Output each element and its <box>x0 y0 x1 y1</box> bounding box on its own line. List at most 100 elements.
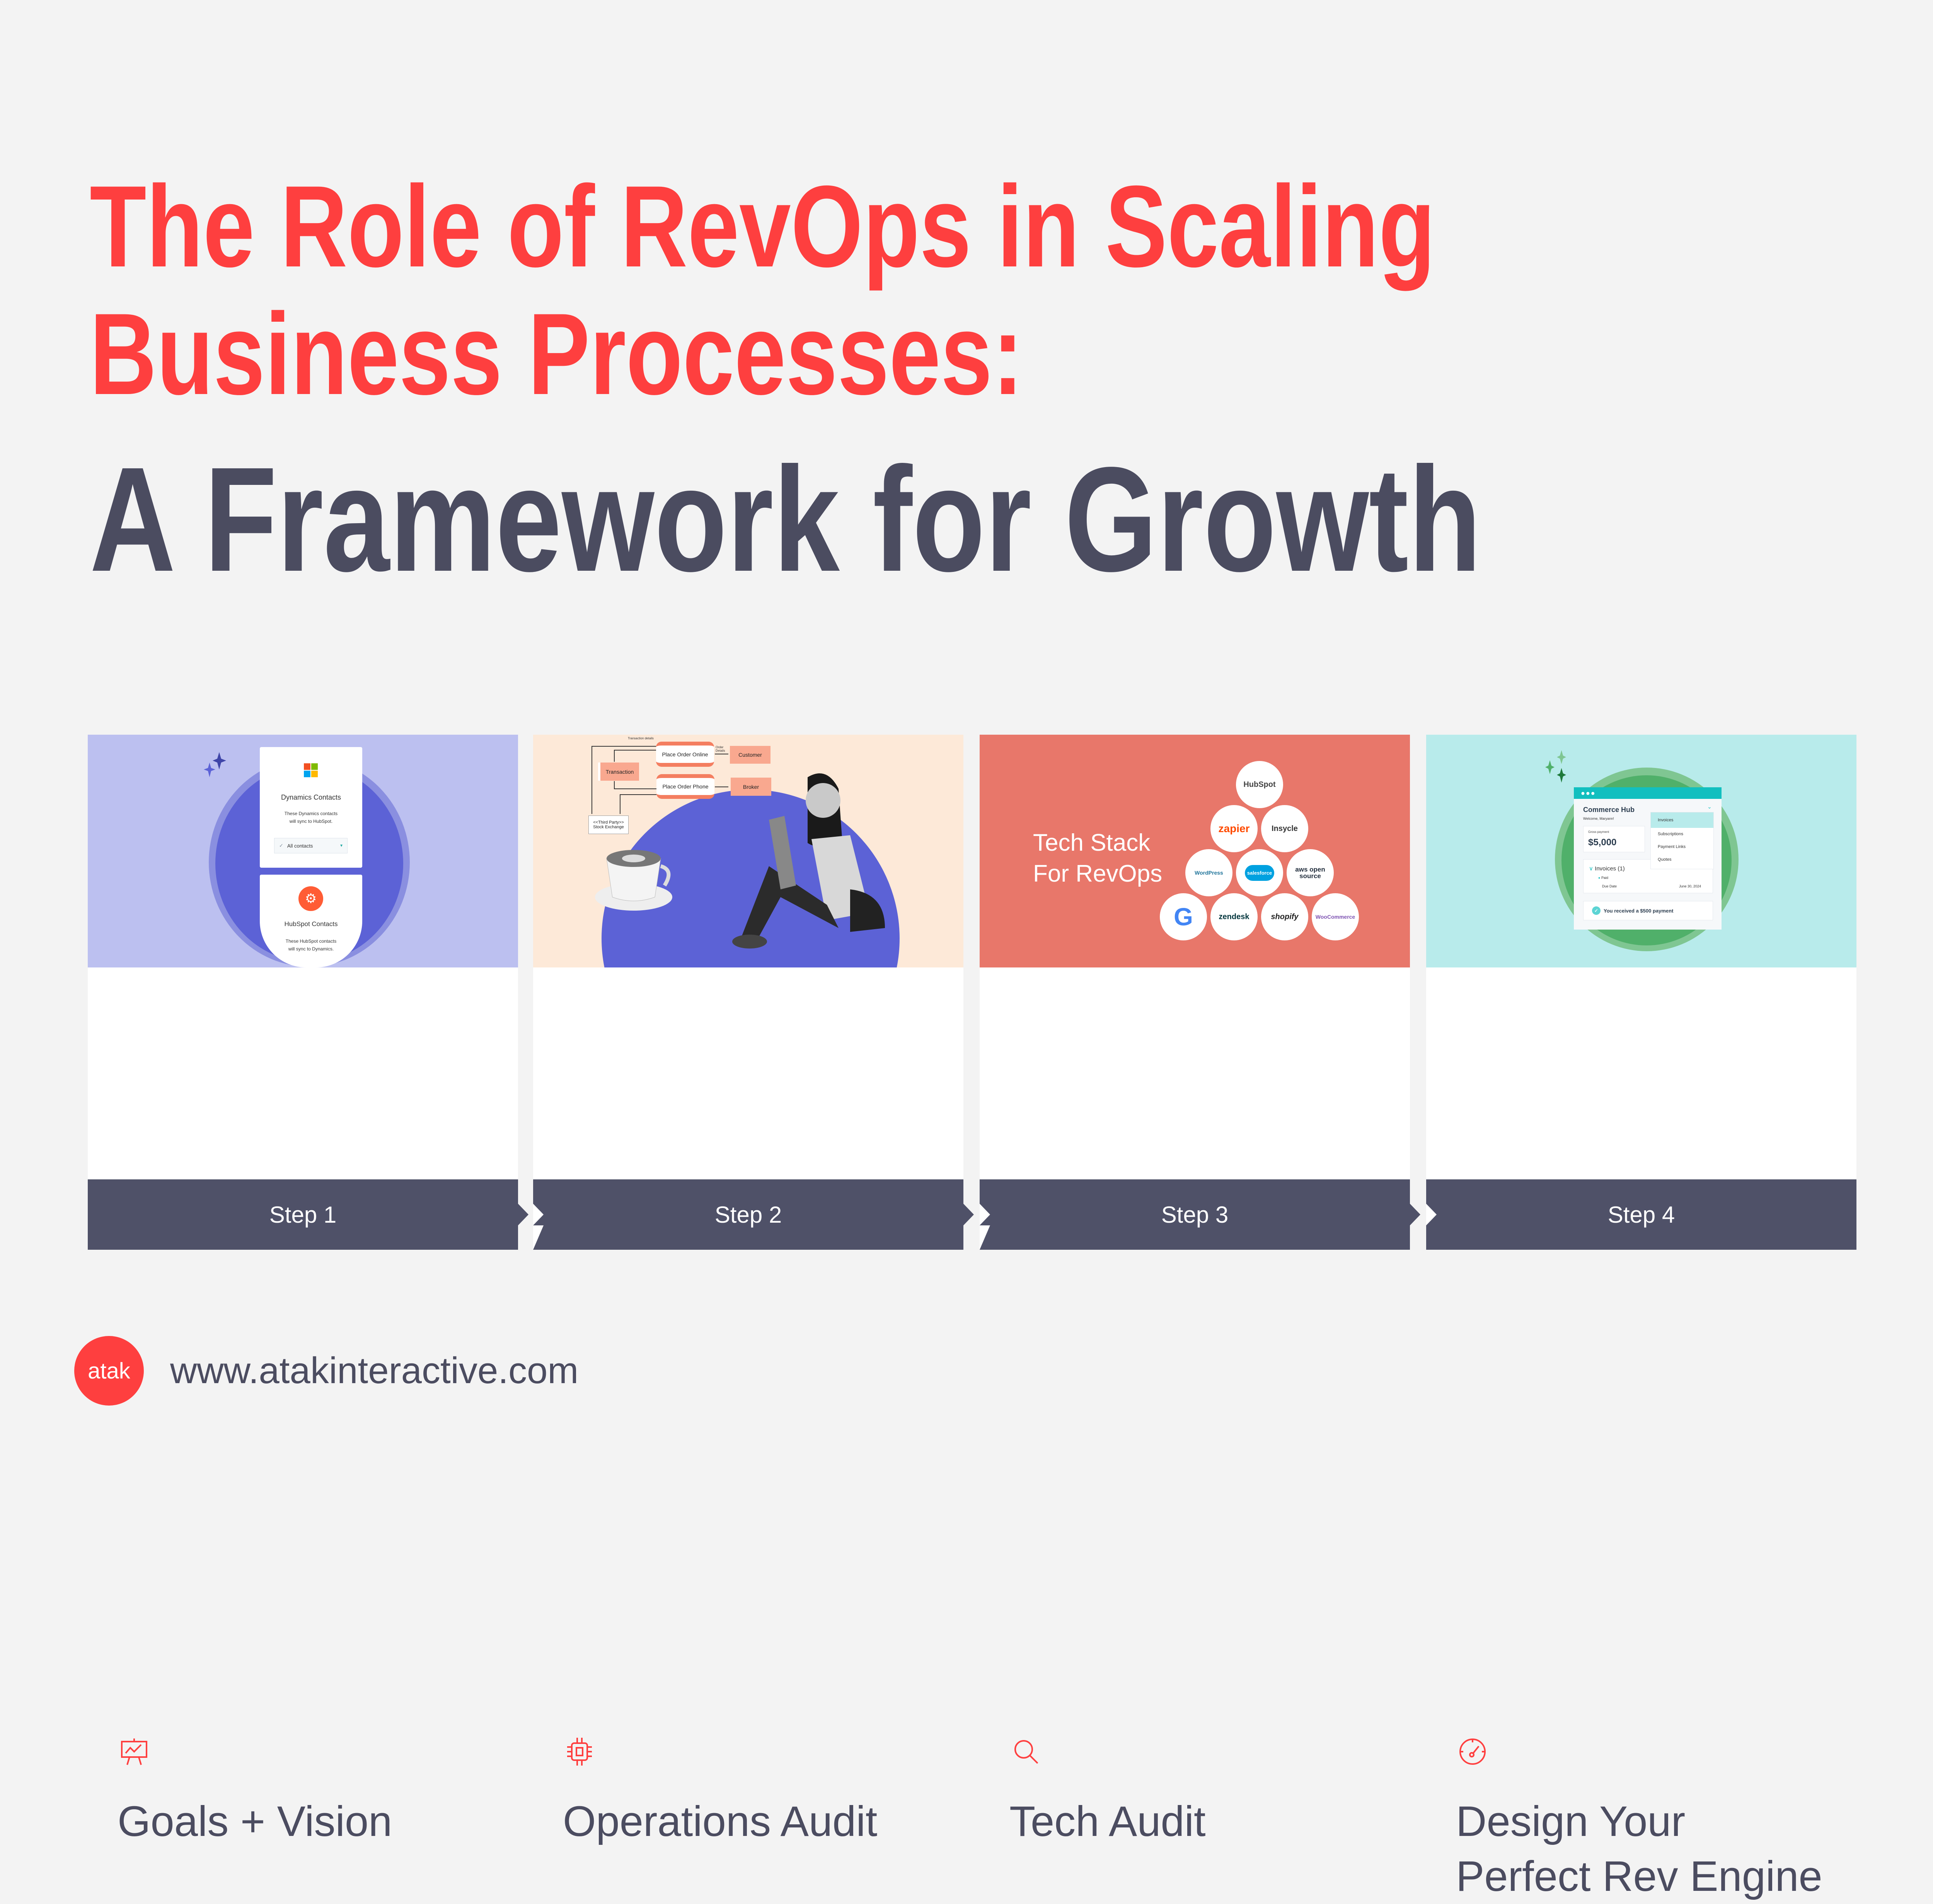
step-card-2: Place Order Online Customer Transaction … <box>533 735 974 1845</box>
menu-item: Quotes <box>1658 857 1672 862</box>
hubspot-panel: ⚙ HubSpot Contacts These HubSpot contact… <box>260 875 362 967</box>
entity-label: <<Third Party>> <box>593 820 624 825</box>
atak-logo[interactable]: atak <box>74 1336 144 1406</box>
panel-title: HubSpot Contacts <box>284 920 338 928</box>
sparkle-icon <box>1545 750 1566 783</box>
due-value: June 30, 2024 <box>1679 884 1701 888</box>
panel-text: These Dynamics contacts <box>284 811 338 816</box>
card-image-sync: Dynamics Contacts These Dynamics contact… <box>88 735 518 967</box>
app-title: Commerce Hub <box>1583 806 1635 814</box>
heading-line: For RevOps <box>1033 860 1163 887</box>
step-1-bar: Step 1 <box>88 1179 528 1250</box>
process-label: Place Order Phone <box>662 783 709 790</box>
entity-label: Customer <box>738 752 762 758</box>
entity-customer: Customer <box>730 746 770 764</box>
sparkle-icon <box>204 752 226 777</box>
window-dots-icon: ●●● <box>1574 787 1722 799</box>
website-link[interactable]: www.atakinteractive.com <box>170 1350 579 1391</box>
card-title-line: Design Your <box>1456 1798 1686 1845</box>
invoices-header: ∨ Invoices (1) <box>1589 865 1625 872</box>
logo-zapier: zapier <box>1210 805 1258 852</box>
subtitle: A Framework for Growth <box>90 436 1481 602</box>
entity-label: Broker <box>743 783 759 790</box>
hubspot-logo-icon: ⚙ <box>298 886 323 911</box>
process-label: Place Order Online <box>662 751 708 758</box>
title-line-1: The Role of RevOps in Scaling <box>90 161 1435 291</box>
flow-lines <box>591 746 728 814</box>
entity-third-party: <<Third Party>>Stock Exchange <box>588 816 629 834</box>
status-badge: ● Paid <box>1598 876 1608 880</box>
logo-aws: aws open source <box>1287 849 1334 896</box>
menu-item: Invoices <box>1651 812 1713 828</box>
dropdown-value: All contacts <box>287 843 313 849</box>
card-title: Operations Audit <box>563 1798 878 1845</box>
entity-broker: Broker <box>731 778 771 796</box>
microsoft-logo-icon <box>304 763 318 777</box>
status-text: Paid <box>1601 876 1608 880</box>
store-label: Transaction <box>605 768 634 775</box>
due-label: Due Date <box>1602 884 1617 888</box>
card-image-process: Place Order Online Customer Transaction … <box>533 735 963 967</box>
payment-notification: ✓You received a $500 payment <box>1583 901 1713 920</box>
app-window: ●●● Commerce Hub Welcome, Maryann! ⌄ Gro… <box>1574 787 1722 930</box>
gross-payment-card: Gross payment $5,000 <box>1583 826 1645 852</box>
welcome-text: Welcome, Maryann! <box>1583 817 1614 821</box>
nav-menu: Invoices Subscriptions Payment Links Quo… <box>1650 812 1714 869</box>
step-label: Step 4 <box>1607 1201 1675 1228</box>
logo-salesforce: salesforce <box>1236 849 1283 896</box>
gross-label: Gross payment <box>1588 830 1609 834</box>
title-line-2: Business Processes: <box>90 289 1023 419</box>
panel-text: will sync to HubSpot. <box>289 819 333 824</box>
notification-text: You received a $500 payment <box>1604 908 1674 914</box>
panel-text: These HubSpot contacts <box>285 938 337 944</box>
step-label: Step 2 <box>714 1201 782 1228</box>
heading-line: Tech Stack <box>1033 829 1151 856</box>
speedometer-icon <box>1459 1739 1486 1765</box>
logo-wordpress: WordPress <box>1185 849 1232 896</box>
chevron-down-icon: ∨ <box>1589 865 1595 872</box>
logo-insycle: Insycle <box>1261 805 1308 852</box>
logo-google: G <box>1160 893 1207 940</box>
panel-title: Dynamics Contacts <box>281 793 341 801</box>
gross-value: $5,000 <box>1588 837 1617 848</box>
salesforce-text: salesforce <box>1244 865 1275 881</box>
contacts-dropdown: ✓All contacts▼ <box>274 838 348 853</box>
step-2-bar: Step 2 <box>533 1179 974 1250</box>
dynamics-panel: Dynamics Contacts These Dynamics contact… <box>260 747 362 868</box>
invoices-label: Invoices (1) <box>1595 865 1625 872</box>
store-transaction: Transaction <box>598 763 639 781</box>
presentation-chart-icon <box>121 1739 147 1765</box>
step-label: Step 3 <box>1161 1201 1229 1228</box>
person-with-laptop-image <box>732 773 885 949</box>
step-4-bar: Step 4 <box>1426 1179 1856 1250</box>
card-title: Tech Audit <box>1009 1798 1206 1845</box>
flow-label: Order Details <box>716 746 725 752</box>
menu-item: Subscriptions <box>1658 832 1684 836</box>
process-place-order-phone: Place Order Phone <box>656 774 714 799</box>
panel-text: will sync to Dynamics. <box>288 946 334 952</box>
step-card-4: ●●● Commerce Hub Welcome, Maryann! ⌄ Gro… <box>1426 735 1856 1900</box>
entity-label: Stock Exchange <box>593 825 624 829</box>
coffee-cup-image <box>595 850 672 911</box>
process-place-order-online: Place Order Online <box>656 742 714 767</box>
card-title-line: Perfect Rev Engine <box>1456 1853 1822 1900</box>
card-title: Goals + Vision <box>118 1798 392 1845</box>
chevron-down-icon: ⌄ <box>1707 804 1712 810</box>
check-circle-icon: ✓ <box>1592 906 1601 915</box>
menu-item: Payment Links <box>1658 845 1686 849</box>
logo-hubspot: HubSpot <box>1236 761 1283 808</box>
step-card-1: Dynamics Contacts These Dynamics contact… <box>88 735 528 1845</box>
search-icon <box>1014 1740 1038 1764</box>
step-3-bar: Step 3 <box>980 1179 1420 1250</box>
chevron-down-icon: ▼ <box>339 843 343 848</box>
logo-woocommerce: WooCommerce <box>1312 893 1359 940</box>
logo-shopify: shopify <box>1261 893 1308 940</box>
card-image-commerce-hub: ●●● Commerce Hub Welcome, Maryann! ⌄ Gro… <box>1426 735 1856 967</box>
flow-label: Transaction details <box>628 737 654 740</box>
step-label: Step 1 <box>269 1201 337 1228</box>
logo-zendesk: zendesk <box>1210 893 1258 940</box>
